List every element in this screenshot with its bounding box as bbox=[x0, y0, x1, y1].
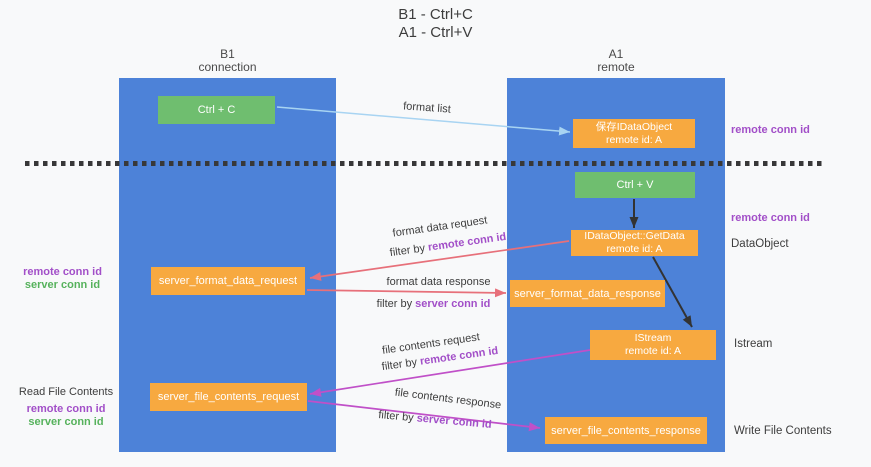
lane-header-b1: B1 connection bbox=[119, 48, 336, 74]
node-getdata-line1: IDataObject::GetData bbox=[584, 230, 685, 242]
format-list-label: format list bbox=[402, 100, 452, 116]
filter-by-text: filter by bbox=[377, 409, 418, 425]
remote-conn-id-text: remote conn id bbox=[26, 403, 106, 415]
remote-conn-id-annotation-mid: remote conn id bbox=[731, 212, 810, 224]
node-ctrl-c: Ctrl + C bbox=[158, 96, 275, 124]
remote-conn-id-annotation-top: remote conn id bbox=[731, 124, 810, 136]
node-server-file-contents-response-label: server_file_contents_response bbox=[551, 424, 701, 437]
filter-by-text: filter by bbox=[381, 355, 421, 374]
node-ctrl-c-label: Ctrl + C bbox=[197, 104, 236, 116]
node-ctrl-v: Ctrl + V bbox=[575, 172, 695, 198]
lane-a1-title: A1 bbox=[608, 47, 624, 61]
server-conn-id-text: server conn id bbox=[416, 412, 493, 431]
server-conn-id-text: server conn id bbox=[24, 279, 101, 291]
filter-by-server-conn-id-label: filter by server conn id bbox=[376, 298, 491, 310]
conn-id-annotation-left-top: remote conn id server conn id bbox=[10, 266, 115, 292]
node-save-idataobject-line1: 保存IDataObject bbox=[595, 120, 673, 133]
diagram-title-line2: A1 - Ctrl+V bbox=[398, 24, 473, 41]
filter-by-text: filter by bbox=[376, 298, 416, 310]
lane-a1-subtitle: remote bbox=[597, 60, 635, 74]
format-data-response-label: format data response bbox=[386, 276, 491, 288]
node-server-file-contents-response: server_file_contents_response bbox=[545, 417, 707, 444]
node-server-file-contents-request-label: server_file_contents_request bbox=[157, 391, 300, 403]
format-data-response-arrow bbox=[306, 288, 507, 298]
istream-annotation: Istream bbox=[734, 338, 773, 350]
dataobject-annotation: DataObject bbox=[731, 238, 789, 250]
node-istream-line2: remote id: A bbox=[624, 345, 682, 357]
node-server-format-data-request-label: server_format_data_request bbox=[158, 275, 298, 287]
read-file-contents-annotation: Read File Contents bbox=[18, 386, 114, 398]
server-conn-id-text: server conn id bbox=[28, 416, 104, 428]
node-server-file-contents-request: server_file_contents_request bbox=[150, 383, 307, 411]
node-istream-line1: IStream bbox=[634, 332, 672, 344]
node-getdata-line2: remote id: A bbox=[606, 243, 663, 255]
node-server-format-data-request: server_format_data_request bbox=[151, 267, 305, 295]
remote-conn-id-text: remote conn id bbox=[427, 230, 507, 254]
diagram-title-line1: B1 - Ctrl+C bbox=[398, 6, 473, 23]
node-save-idataobject: 保存IDataObject remote id: A bbox=[573, 119, 695, 148]
node-istream: IStream remote id: A bbox=[590, 330, 716, 360]
node-ctrl-v-label: Ctrl + V bbox=[616, 179, 654, 191]
conn-id-annotation-left-bottom: remote conn id server conn id bbox=[10, 403, 122, 429]
lane-b1-title: B1 bbox=[220, 47, 235, 61]
filter-by-server-conn-id-label: filter by server conn id bbox=[376, 409, 495, 431]
remote-conn-id-text: remote conn id bbox=[23, 266, 102, 278]
diagram-title: B1 - Ctrl+C A1 - Ctrl+V bbox=[0, 6, 871, 42]
lane-header-a1: A1 remote bbox=[507, 48, 725, 74]
node-idataobject-getdata: IDataObject::GetData remote id: A bbox=[571, 230, 698, 256]
lane-b1-subtitle: connection bbox=[198, 60, 257, 74]
node-save-idataobject-line2: remote id: A bbox=[605, 133, 663, 146]
server-conn-id-text: server conn id bbox=[415, 298, 491, 310]
file-contents-response-label: file contents response bbox=[394, 386, 502, 412]
write-file-contents-annotation: Write File Contents bbox=[734, 425, 832, 437]
node-server-format-data-response-label: server_format_data_response bbox=[514, 287, 661, 300]
filter-by-text: filter by bbox=[389, 241, 429, 260]
node-server-format-data-response: server_format_data_response bbox=[510, 280, 665, 307]
